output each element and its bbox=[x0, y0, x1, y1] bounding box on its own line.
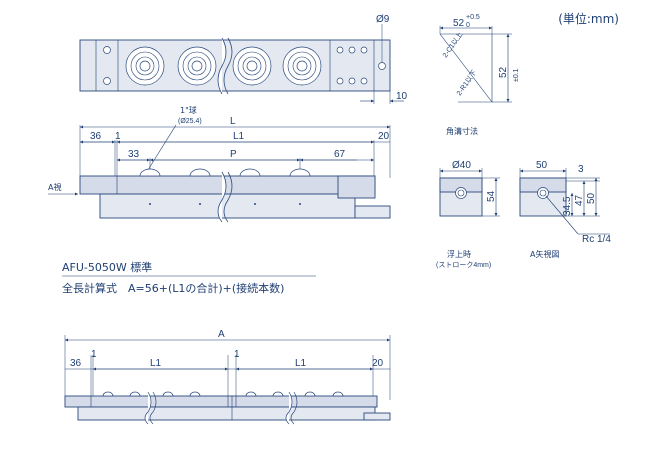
arrow-dim-50-side: 50 bbox=[586, 192, 597, 204]
front-view: 1"球 (Ø25.4) L 36 1 L1 20 33 P 67 bbox=[48, 105, 391, 223]
arrow-dim-50: 50 bbox=[536, 160, 548, 171]
arrow-rc: Rc 1/4 bbox=[582, 234, 611, 245]
dim-1: 1 bbox=[115, 131, 121, 142]
bottom-dim-L1a: L1 bbox=[150, 358, 162, 369]
formula-block: AFU-5050W 標準 全長計算式 A=56+(L1の合計)+(接続本数) bbox=[62, 260, 316, 295]
arrow-dim-3: 3 bbox=[578, 164, 584, 175]
ball-unit-4 bbox=[282, 46, 322, 86]
float-view: Ø40 54 浮上時 (ストローク4mm) bbox=[436, 160, 500, 269]
dim-P: P bbox=[230, 149, 237, 160]
unit-label: (単位:mm) bbox=[558, 12, 619, 26]
bottom-dim-A: A bbox=[218, 329, 225, 340]
a-view-label: A視 bbox=[48, 183, 61, 192]
arrow-dim-34-5: 34.5 bbox=[562, 196, 573, 216]
ball-unit-3 bbox=[232, 46, 272, 86]
groove-tol-upper: +0.5 bbox=[466, 14, 480, 21]
chamfer-top: 2-C1以上 bbox=[440, 30, 464, 59]
dim-36: 36 bbox=[90, 131, 102, 142]
groove-tol-side: ±0.1 bbox=[513, 68, 520, 82]
groove-section: 52 +0.5 0 2-C1以上 2-R1以下 52 ±0.1 角溝寸法 bbox=[439, 14, 520, 136]
arrow-title: A矢視図 bbox=[530, 249, 559, 259]
a-arrow-view: 50 3 34.5 47 50 Rc 1/4 A矢視図 bbox=[519, 160, 611, 259]
dim-67: 67 bbox=[334, 149, 346, 160]
chamfer-bottom: 2-R1以下 bbox=[455, 69, 478, 97]
groove-dim-52: 52 bbox=[453, 18, 465, 29]
bottom-top-plate bbox=[64, 395, 378, 408]
front-top-plate bbox=[79, 175, 376, 195]
ball-dia: (Ø25.4) bbox=[178, 118, 202, 125]
dim-33: 33 bbox=[128, 149, 140, 160]
bottom-dim-1b: 1 bbox=[234, 349, 240, 360]
dim-20: 20 bbox=[378, 131, 390, 142]
port-hole bbox=[378, 62, 386, 70]
groove-title: 角溝寸法 bbox=[446, 126, 478, 136]
ball-label: 1"球 bbox=[180, 105, 197, 115]
top-view: Ø9 10 bbox=[79, 14, 408, 104]
arrow-dim-47: 47 bbox=[574, 194, 585, 206]
break-mark bbox=[217, 37, 227, 95]
bottom-dim-1a: 1 bbox=[91, 349, 97, 360]
bottom-dim-36: 36 bbox=[70, 358, 82, 369]
bottom-base bbox=[77, 406, 376, 421]
bottom-view: A 36 1 L1 1 L1 20 bbox=[64, 329, 391, 425]
front-base bbox=[99, 193, 356, 219]
formula-text: 全長計算式 A=56+(L1の合計)+(接続本数) bbox=[62, 281, 284, 295]
float-dim-54: 54 bbox=[486, 190, 497, 202]
bottom-dim-L1b: L1 bbox=[295, 358, 307, 369]
model-label: AFU-5050W 標準 bbox=[62, 260, 152, 274]
float-title-1: 浮上時 bbox=[447, 249, 471, 259]
dia-label: Ø9 bbox=[376, 14, 390, 25]
float-title-2: (ストローク4mm) bbox=[436, 261, 491, 269]
groove-tol-lower: 0 bbox=[466, 22, 470, 29]
bottom-dim-20: 20 bbox=[372, 358, 384, 369]
float-dia: Ø40 bbox=[452, 160, 471, 171]
ball-unit-2 bbox=[177, 46, 217, 86]
ball-unit-1 bbox=[125, 46, 165, 86]
groove-dim-52-side: 52 bbox=[498, 66, 509, 78]
dim-10: 10 bbox=[396, 91, 408, 102]
dim-L1: L1 bbox=[233, 131, 245, 142]
dim-L: L bbox=[230, 116, 236, 127]
